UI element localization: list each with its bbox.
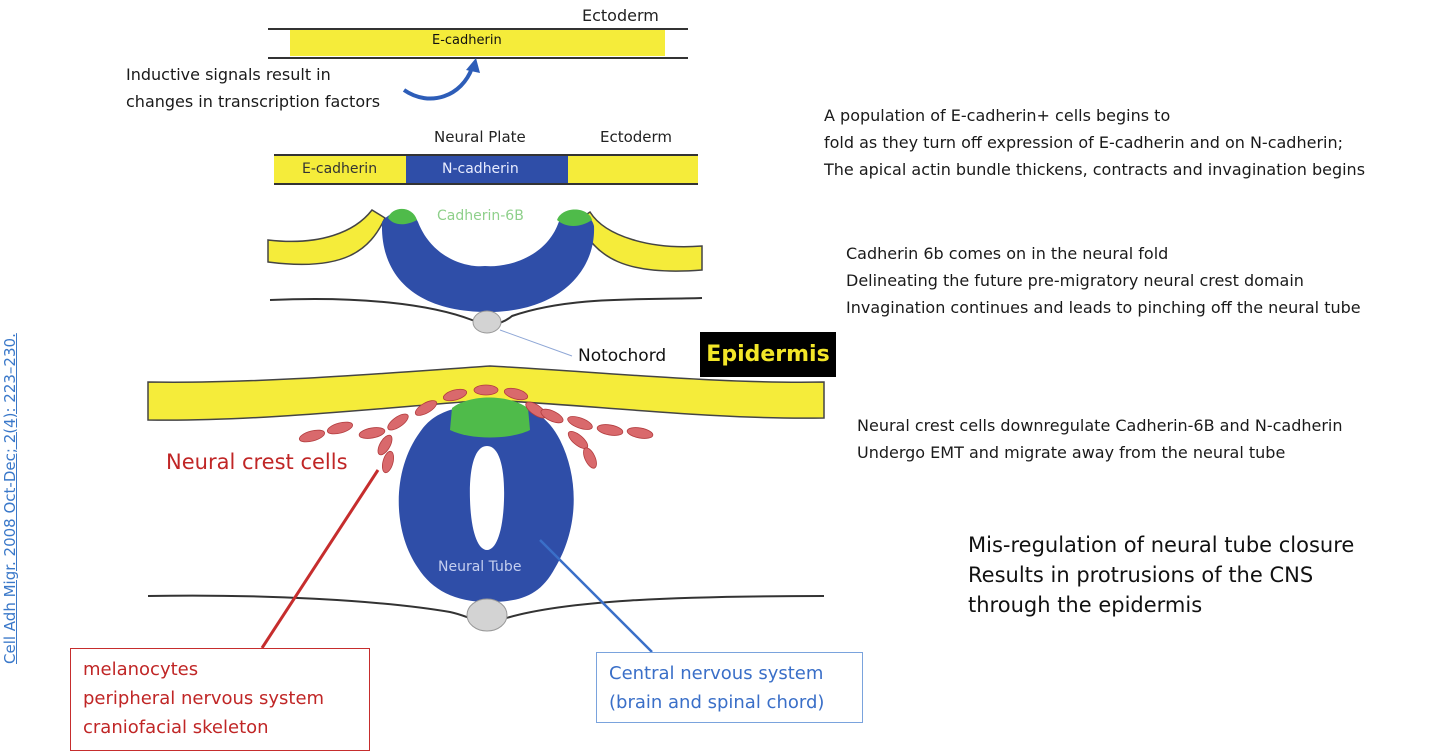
neural-crest-cells	[298, 384, 654, 474]
description-line: The apical actin bundle thickens, contra…	[824, 160, 1366, 179]
neural-tube-lumen	[469, 446, 505, 550]
cns-line: (brain and spinal chord)	[609, 692, 825, 713]
cadherin6b-roof	[450, 397, 530, 438]
crest-cell	[326, 421, 354, 435]
neural-plate-label: Neural Plate	[434, 128, 526, 146]
derivative-item: peripheral nervous system	[83, 688, 325, 709]
ncadherin-label: N-cadherin	[442, 161, 519, 177]
neural-crest-label: Neural crest cells	[166, 450, 348, 474]
citation-link[interactable]: Cell Adh Migr. 2008 Oct-Dec; 2(4): 223–2…	[1, 333, 19, 664]
crest-cell	[567, 416, 593, 430]
description-line: fold as they turn off expression of E-ca…	[824, 133, 1343, 152]
neural-crest-pointer-line	[260, 469, 380, 649]
misregulation-line: Mis-regulation of neural tube closure	[968, 533, 1355, 557]
crest-cell	[626, 427, 654, 439]
crest-cell	[442, 388, 468, 402]
description-line: Cadherin 6b comes on in the neural fold	[846, 244, 1169, 263]
crest-cell	[358, 427, 386, 439]
crest-cell	[414, 400, 438, 416]
description-folding: A population of E-cadherin+ cells begins…	[824, 102, 1365, 183]
notochord-pointer	[499, 329, 573, 357]
ectoderm-fold-left	[267, 209, 386, 266]
crest-cell	[540, 408, 564, 424]
description-line: Delineating the future pre-migratory neu…	[846, 271, 1304, 290]
stage4-neural-tube	[147, 365, 825, 653]
inductive-signal-arrow	[402, 67, 474, 101]
misregulation-line: Results in protrusions of the CNS	[968, 563, 1314, 587]
ecadherin-label-top: E-cadherin	[432, 33, 502, 48]
derivative-item: craniofacial skeleton	[83, 717, 269, 738]
inductive-signals-line1: Inductive signals result in	[126, 65, 331, 84]
cns-box: Central nervous system (brain and spinal…	[596, 652, 863, 723]
description-line: Neural crest cells downregulate Cadherin…	[857, 416, 1343, 435]
stage3-neural-fold	[267, 208, 703, 357]
description-line: Invagination continues and leads to pinc…	[846, 298, 1361, 317]
crest-cell	[387, 413, 409, 431]
description-line: A population of E-cadherin+ cells begins…	[824, 106, 1171, 125]
crest-cell	[583, 447, 597, 469]
inductive-signal-arrowhead	[466, 58, 480, 73]
notochord-stage3	[472, 310, 502, 334]
crest-cell	[473, 384, 499, 396]
description-cadherin6b: Cadherin 6b comes on in the neural fold …	[846, 240, 1361, 321]
inductive-signals-line2: changes in transcription factors	[126, 92, 381, 111]
misregulation-note: Mis-regulation of neural tube closure Re…	[968, 530, 1354, 620]
description-line: Undergo EMT and migrate away from the ne…	[857, 443, 1286, 462]
cadherin6b-right	[557, 209, 592, 226]
ecadherin-band	[290, 29, 665, 56]
crest-cell	[596, 424, 624, 436]
ecadherin-label-plate: E-cadherin	[302, 161, 378, 177]
ncadherin-band	[406, 154, 568, 184]
ectoderm-label-top: Ectoderm	[582, 6, 659, 25]
cadherin6b-left	[388, 208, 417, 225]
stage1-ectoderm-sheet	[268, 28, 688, 101]
cns-line: Central nervous system	[609, 663, 824, 684]
ectoderm-fold-right	[577, 210, 703, 272]
description-emt: Neural crest cells downregulate Cadherin…	[857, 412, 1343, 466]
notochord-stage4	[466, 598, 508, 632]
ecadherin-band-left	[274, 156, 406, 183]
neural-plate-fold	[381, 211, 595, 312]
neural-crest-derivatives-box: melanocytes peripheral nervous system cr…	[70, 648, 370, 751]
crest-cell	[377, 434, 393, 456]
cns-pointer-line	[539, 539, 653, 653]
misregulation-line: through the epidermis	[968, 593, 1203, 617]
ecadherin-band-right	[568, 156, 698, 183]
ectoderm-label-plate: Ectoderm	[600, 128, 673, 146]
stage2-neural-plate	[274, 154, 698, 185]
crest-cell	[381, 450, 395, 474]
crest-cell	[503, 387, 529, 401]
cadherin6b-label: Cadherin-6B	[437, 208, 524, 224]
epidermis-label: Epidermis	[700, 332, 836, 377]
derivative-item: melanocytes	[83, 659, 199, 680]
neural-tube-label: Neural Tube	[438, 559, 522, 575]
notochord-label: Notochord	[578, 346, 667, 366]
crest-cell	[298, 429, 326, 443]
